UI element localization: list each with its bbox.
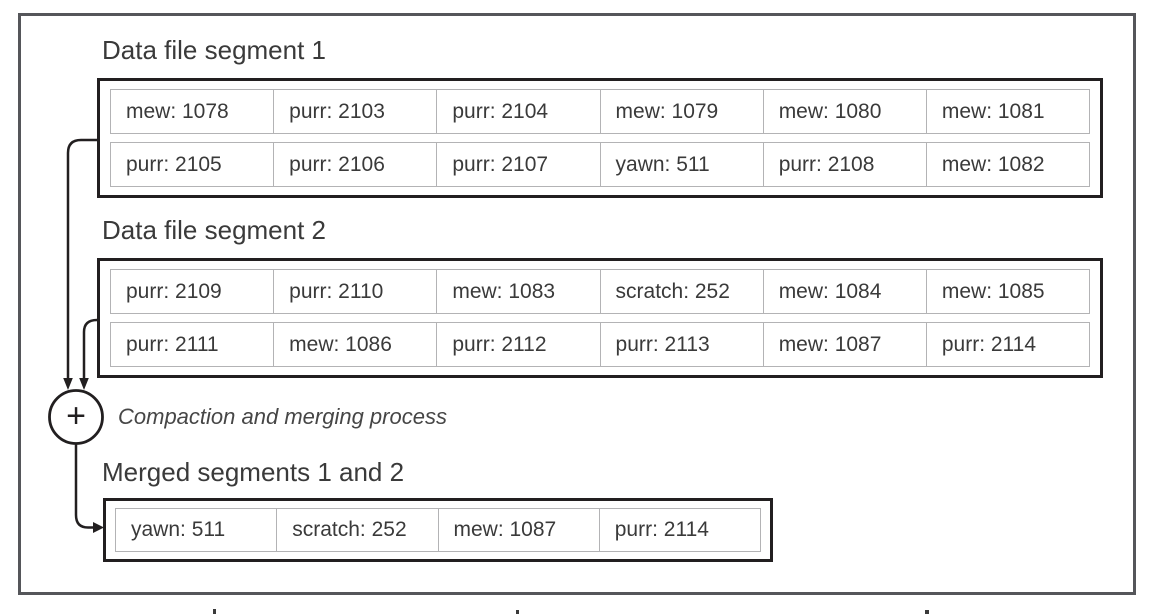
arrow-segment1-to-merge-icon [66, 138, 97, 379]
caption-mark [516, 610, 519, 614]
record-cell: purr: 2107 [436, 143, 599, 186]
caption-mark [925, 610, 929, 614]
record-cell: mew: 1086 [273, 323, 436, 366]
segment1-title: Data file segment 1 [102, 35, 327, 65]
record-cell: mew: 1082 [925, 143, 1089, 186]
merge-operator-circle-icon [48, 389, 104, 445]
record-cell: purr: 2112 [436, 323, 599, 366]
segment1-box: mew: 1078 purr: 2103 purr: 2104 mew: 107… [97, 78, 1103, 198]
record-cell: yawn: 511 [599, 143, 763, 186]
arrowhead-icon [79, 378, 89, 390]
record-cell: purr: 2111 [126, 332, 219, 356]
caption-mark [213, 609, 216, 614]
record-cell: mew: 1081 [925, 90, 1089, 133]
arrow-segment2-to-merge-icon [82, 318, 98, 379]
merged-row: yawn: 511 scratch: 252 mew: 1087 purr: 2… [115, 508, 761, 552]
record-cell: purr: 2110 [273, 270, 436, 313]
arrowhead-icon [93, 522, 104, 533]
arrowhead-icon [63, 378, 73, 390]
record-cell: mew: 1087 [762, 323, 926, 366]
record-cell: mew: 1087 [437, 509, 599, 551]
record-cell: purr: 2104 [436, 90, 599, 133]
record-cell: purr: 2113 [599, 323, 763, 366]
record-cell: mew: 1079 [599, 90, 763, 133]
segment1-row-1: mew: 1078 purr: 2103 purr: 2104 mew: 107… [110, 89, 1090, 134]
record-cell: yawn: 511 [131, 518, 226, 541]
process-label: Compaction and merging process [118, 404, 447, 429]
merged-title: Merged segments 1 and 2 [102, 457, 405, 487]
segment2-box: purr: 2109 purr: 2110 mew: 1083 scratch:… [97, 258, 1103, 378]
record-cell: purr: 2103 [273, 90, 436, 133]
record-cell: purr: 2106 [273, 143, 436, 186]
merged-box: yawn: 511 scratch: 252 mew: 1087 purr: 2… [103, 498, 773, 562]
record-cell: mew: 1078 [126, 99, 229, 123]
arrow-merge-to-result-icon [74, 444, 94, 529]
record-cell: purr: 2108 [762, 143, 926, 186]
record-cell: scratch: 252 [599, 270, 763, 313]
record-cell: purr: 2114 [598, 509, 760, 551]
record-cell: mew: 1080 [762, 90, 926, 133]
record-cell: scratch: 252 [276, 509, 437, 551]
segment2-title: Data file segment 2 [102, 215, 327, 245]
record-cell: purr: 2109 [126, 279, 222, 303]
segment2-row-1: purr: 2109 purr: 2110 mew: 1083 scratch:… [110, 269, 1090, 314]
segment1-row-2: purr: 2105 purr: 2106 purr: 2107 yawn: 5… [110, 142, 1090, 187]
record-cell: purr: 2105 [126, 152, 222, 176]
record-cell: mew: 1084 [762, 270, 926, 313]
cropped-caption-fragment [0, 606, 1150, 614]
record-cell: mew: 1085 [925, 270, 1089, 313]
record-cell: purr: 2114 [925, 323, 1089, 366]
merge-operator-plus-icon: + [66, 397, 86, 435]
record-cell: mew: 1083 [436, 270, 599, 313]
segment2-row-2: purr: 2111 mew: 1086 purr: 2112 purr: 21… [110, 322, 1090, 367]
